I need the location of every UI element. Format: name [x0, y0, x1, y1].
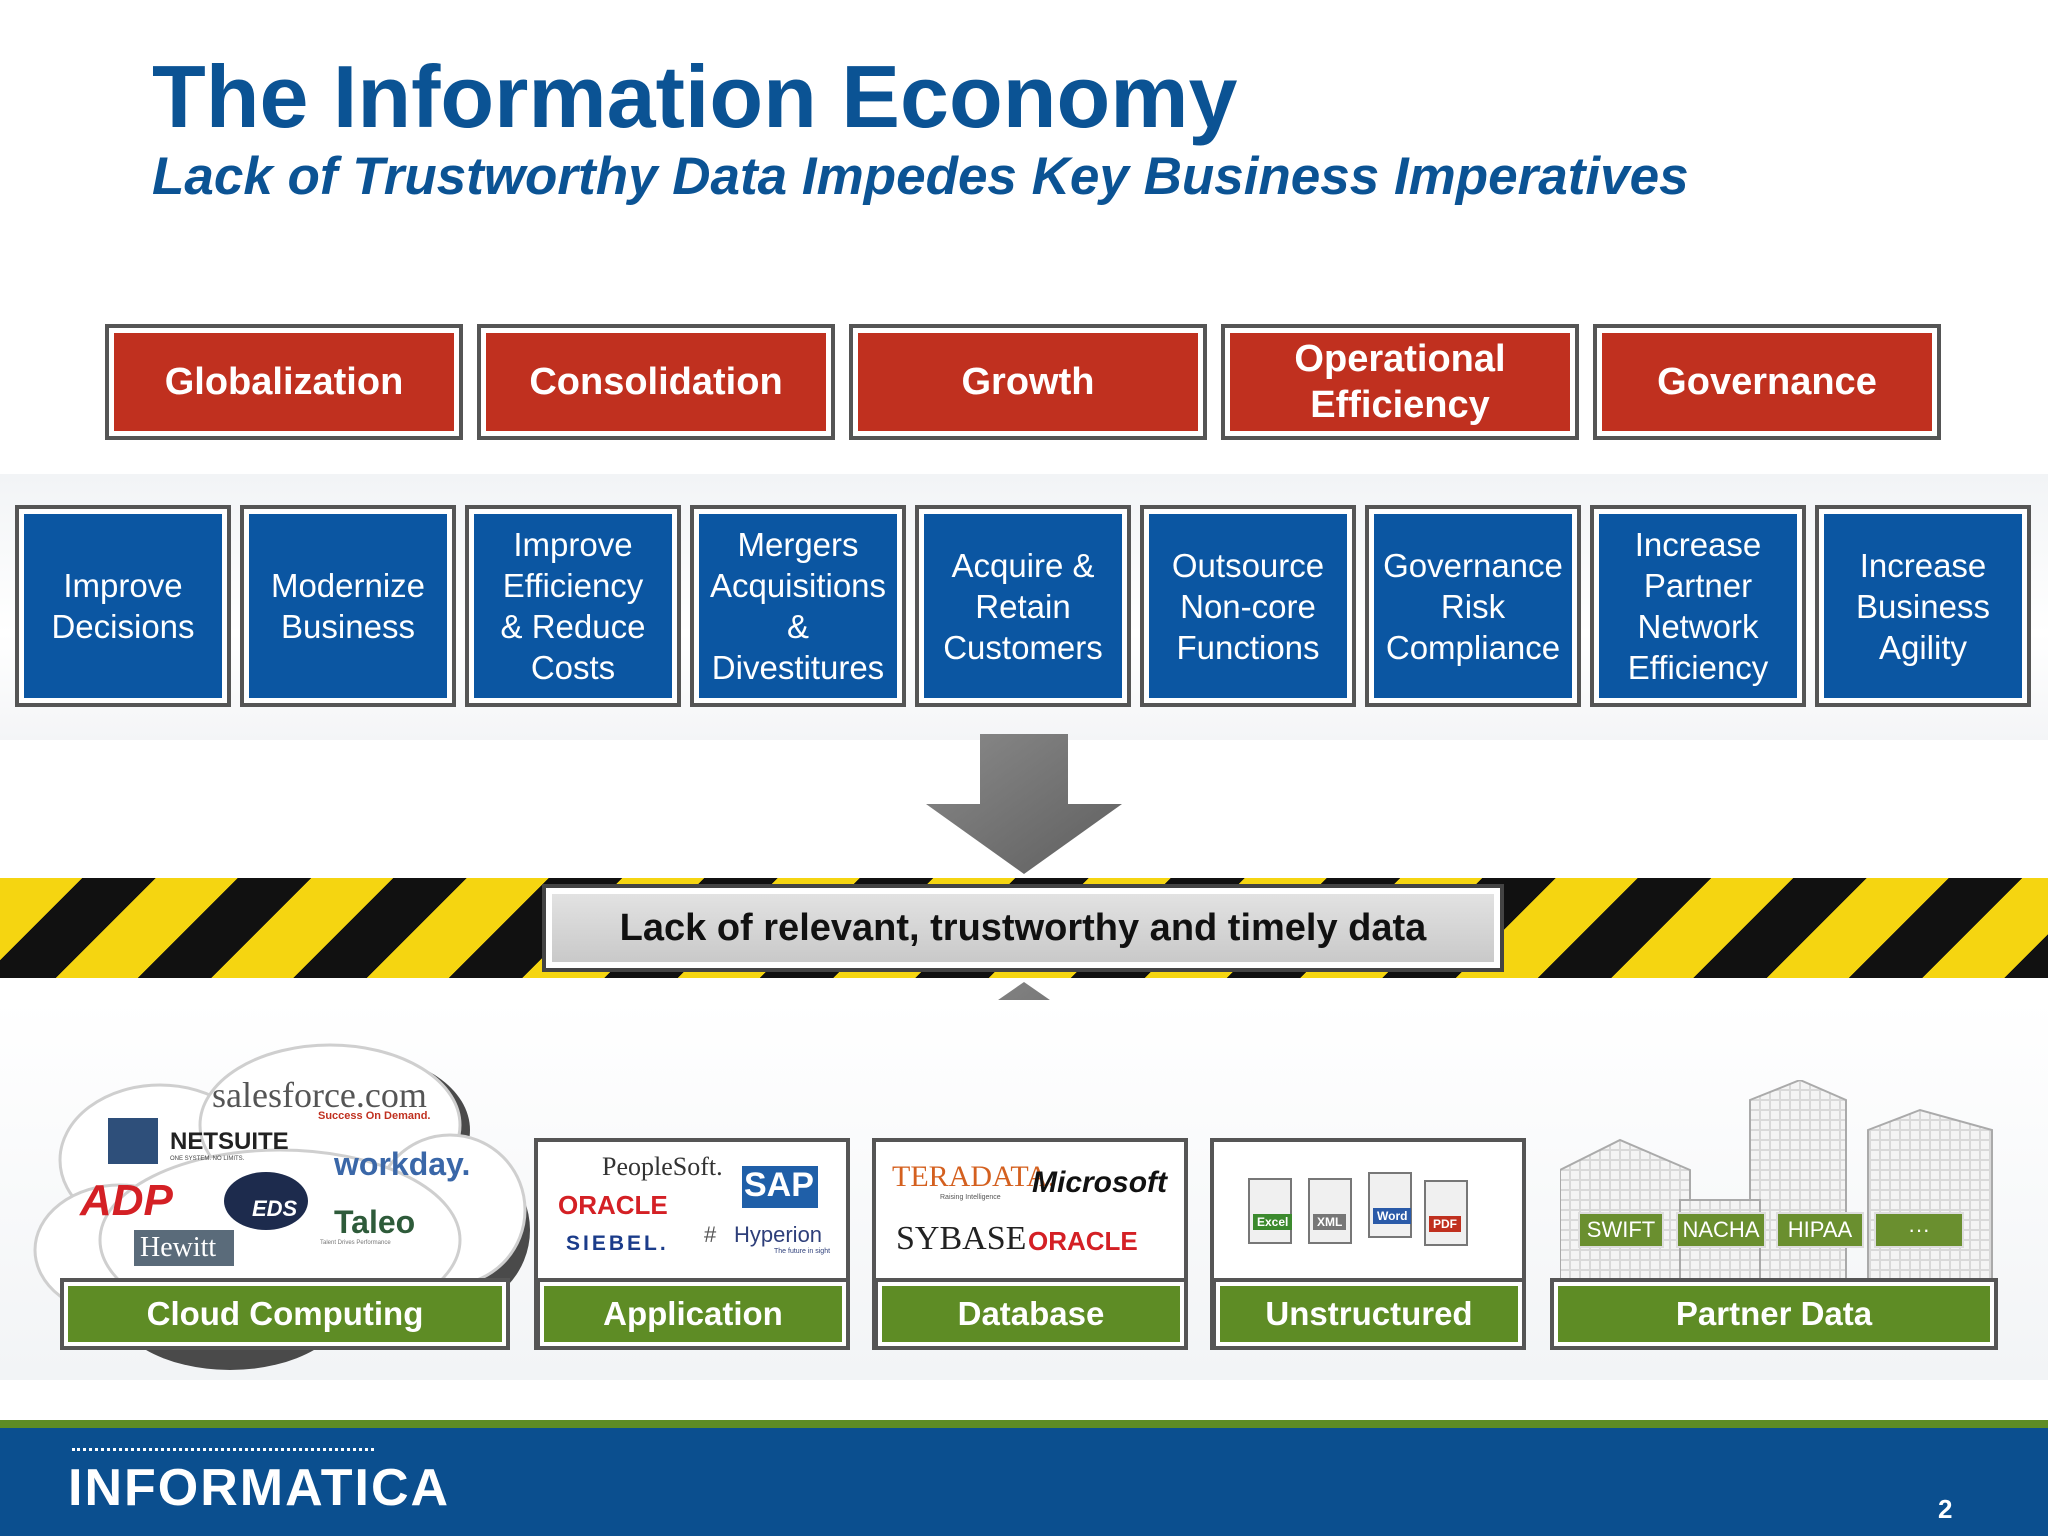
excel-file-icon: Excel [1248, 1178, 1293, 1244]
eds-logo-icon [224, 1172, 308, 1230]
source-application: Application [536, 1278, 850, 1350]
netsuite-logo: NETSUITE [170, 1128, 289, 1155]
source-cloud-computing: Cloud Computing [60, 1278, 510, 1350]
initiative-label: Increase Business Agility [1824, 514, 2022, 698]
oracle-app-logo: ORACLE [558, 1190, 668, 1220]
teradata-tagline: Raising Intelligence [940, 1194, 1001, 1201]
initiative-label: Outsource Non-core Functions [1149, 514, 1347, 698]
hyperion-mark-icon: # [704, 1222, 717, 1247]
standard-tag: ··· [1874, 1212, 1964, 1248]
imperative-growth: Growth [849, 324, 1207, 440]
informatica-logo: INFORMATICA [68, 1459, 451, 1517]
buildings-icon [1559, 1078, 2000, 1305]
initiative-acquire-retain-customers: Acquire & Retain Customers [915, 505, 1131, 707]
source-unstructured: Unstructured [1212, 1278, 1526, 1350]
pdf-file-icon: PDF [1424, 1180, 1468, 1246]
source-label: Database [882, 1286, 1180, 1342]
initiative-label: Governance Risk Compliance [1374, 514, 1572, 698]
oracle-db-logo: ORACLE [1028, 1226, 1138, 1256]
central-message: Lack of relevant, trustworthy and timely… [552, 894, 1494, 962]
salesforce-logo: salesforce.com [212, 1075, 427, 1115]
netsuite-mark-icon [108, 1118, 158, 1164]
netsuite-tagline: ONE SYSTEM. NO LIMITS. [170, 1156, 245, 1162]
hyperion-tagline: The future in sight [774, 1248, 831, 1255]
initiative-label: Mergers Acquisitions & Divestitures [699, 514, 897, 698]
initiative-partner-network-efficiency: Increase Partner Network Efficiency [1590, 505, 1806, 707]
imperative-governance: Governance [1593, 324, 1941, 440]
footer-accent-line [0, 1420, 2048, 1428]
footer-logo-dots [72, 1448, 374, 1451]
file-label: Excel [1253, 1214, 1293, 1230]
source-database: Database [874, 1278, 1188, 1350]
xml-file-icon: XML [1308, 1178, 1352, 1244]
file-label: PDF [1429, 1216, 1461, 1232]
imperative-label: Operational Efficiency [1230, 333, 1570, 431]
source-label: Application [544, 1286, 842, 1342]
initiative-mergers-acquisitions: Mergers Acquisitions & Divestitures [690, 505, 906, 707]
initiative-label: Increase Partner Network Efficiency [1599, 514, 1797, 698]
initiative-governance-risk-compliance: Governance Risk Compliance [1365, 505, 1581, 707]
word-file-icon: Word [1368, 1172, 1412, 1238]
page-title: The Information Economy [152, 47, 1238, 146]
source-partner-data: Partner Data [1550, 1278, 1998, 1350]
standard-tag: NACHA [1676, 1212, 1766, 1248]
eds-logo: EDS [252, 1196, 298, 1221]
imperative-label: Globalization [114, 333, 454, 431]
initiative-improve-efficiency: Improve Efficiency & Reduce Costs [465, 505, 681, 707]
salesforce-tagline: Success On Demand. [318, 1110, 431, 1122]
initiative-improve-decisions: Improve Decisions [15, 505, 231, 707]
sap-logo-box [742, 1166, 818, 1208]
taleo-logo: Taleo [334, 1204, 416, 1240]
page-number: 2 [1938, 1494, 1953, 1524]
initiative-business-agility: Increase Business Agility [1815, 505, 2031, 707]
source-label: Unstructured [1220, 1286, 1518, 1342]
adp-logo: ADP [80, 1176, 173, 1225]
hewitt-logo-box [134, 1230, 234, 1266]
initiative-outsource-functions: Outsource Non-core Functions [1140, 505, 1356, 707]
central-message-box: Lack of relevant, trustworthy and timely… [542, 884, 1504, 972]
hewitt-logo: Hewitt [140, 1232, 217, 1263]
page-subtitle: Lack of Trustworthy Data Impedes Key Bus… [152, 147, 1689, 206]
standard-tag: HIPAA [1776, 1212, 1864, 1248]
source-label: Cloud Computing [68, 1286, 502, 1342]
imperative-operational-efficiency: Operational Efficiency [1221, 324, 1579, 440]
microsoft-logo: Microsoft [1032, 1166, 1167, 1199]
workday-logo: workday. [334, 1146, 471, 1182]
teradata-logo: TERADATA. [892, 1160, 1056, 1193]
peoplesoft-logo: PeopleSoft. [602, 1152, 723, 1181]
down-arrow-icon [926, 734, 1122, 874]
file-label: XML [1313, 1214, 1347, 1230]
initiative-modernize-business: Modernize Business [240, 505, 456, 707]
sybase-logo: SYBASE [896, 1220, 1027, 1257]
standard-tag: SWIFT [1578, 1212, 1664, 1248]
taleo-tagline: Talent Drives Performance [320, 1240, 391, 1246]
initiative-label: Improve Efficiency & Reduce Costs [474, 514, 672, 698]
initiative-label: Improve Decisions [24, 514, 222, 698]
footer-bar [0, 1428, 2048, 1536]
imperative-globalization: Globalization [105, 324, 463, 440]
imperative-consolidation: Consolidation [477, 324, 835, 440]
initiative-label: Acquire & Retain Customers [924, 514, 1122, 698]
imperative-label: Consolidation [486, 333, 826, 431]
hyperion-logo: Hyperion [734, 1222, 823, 1247]
sap-logo: SAP [744, 1166, 814, 1204]
imperative-label: Growth [858, 333, 1198, 431]
file-label: Word [1373, 1208, 1412, 1224]
source-label: Partner Data [1558, 1286, 1990, 1342]
siebel-logo: SIEBEL. [566, 1232, 669, 1255]
initiative-label: Modernize Business [249, 514, 447, 698]
imperative-label: Governance [1602, 333, 1932, 431]
